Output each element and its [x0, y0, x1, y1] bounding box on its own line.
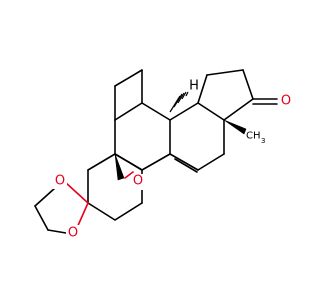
bond	[114, 102, 143, 121]
dioxolane-bonds	[34, 181, 89, 234]
ring-c-bonds	[169, 102, 225, 173]
bond-wedge	[223, 119, 247, 135]
bond	[64, 181, 89, 204]
hash-bond	[169, 91, 189, 113]
hash-line	[177, 92, 185, 104]
epoxide-oxygen-label: O	[133, 174, 143, 189]
bond	[141, 102, 171, 121]
bond	[169, 102, 199, 121]
bond	[169, 153, 199, 171]
bond	[87, 153, 116, 171]
bond	[124, 171, 134, 179]
ketone-oxygen-label: O	[281, 94, 291, 109]
ring-b-bonds	[114, 69, 171, 171]
bond	[223, 98, 254, 121]
atom-labels: O O O O H CH 3	[53, 79, 293, 241]
stereo-hydrogen-label: H	[189, 79, 199, 94]
dioxolane-oxygen-upper-label: O	[55, 174, 65, 189]
hash-line	[185, 91, 189, 97]
structure-diagram: O O O O H CH 3	[34, 69, 293, 241]
epoxide-bonds	[114, 153, 143, 181]
alkene-bond-second	[174, 158, 198, 173]
bond	[87, 202, 116, 221]
bond-wedge	[114, 153, 125, 181]
bond	[197, 74, 208, 104]
bond	[114, 202, 143, 221]
methyl-subscript-label: 3	[261, 137, 265, 145]
methyl-label: CH	[246, 131, 261, 142]
hash-line	[181, 91, 187, 100]
bond	[242, 69, 254, 100]
bond	[34, 187, 56, 207]
hash-line	[173, 93, 183, 108]
ring-d-bonds	[197, 69, 278, 121]
bond	[34, 205, 49, 231]
bond	[197, 153, 225, 171]
bond	[197, 102, 225, 121]
bond	[206, 69, 244, 76]
bond	[114, 153, 143, 171]
dioxolane-oxygen-lower-label: O	[68, 226, 78, 241]
bond	[47, 229, 67, 234]
bond	[114, 69, 143, 87]
methyl-bond	[223, 119, 247, 135]
bond	[141, 153, 171, 171]
hash-line	[169, 95, 181, 113]
